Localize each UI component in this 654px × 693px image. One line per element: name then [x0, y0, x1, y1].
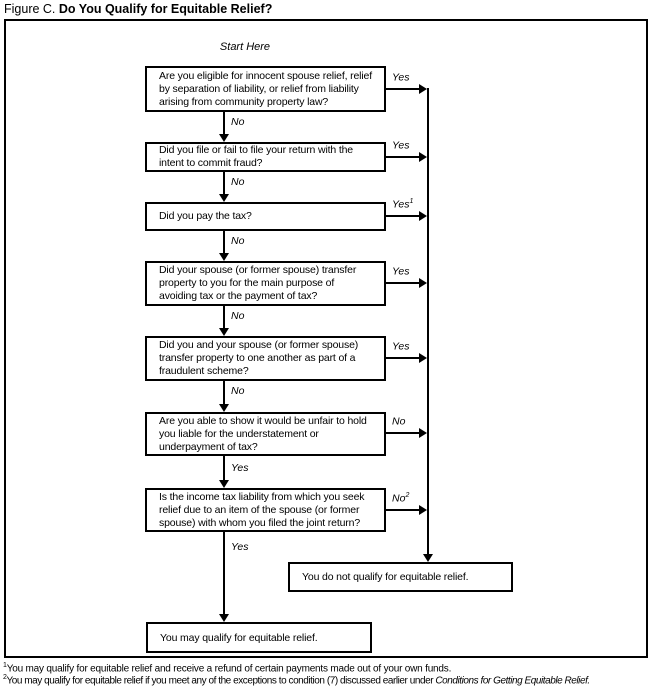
branch-label-right-5: Yes — [392, 340, 410, 353]
question-text-3: Did you pay the tax? — [159, 210, 252, 222]
connector-right-2 — [386, 156, 419, 158]
question-text-7: Is the income tax liability from which y… — [159, 490, 365, 529]
branch-label-right-3: Yes1 — [392, 198, 413, 211]
branch-label-text: Yes — [392, 71, 410, 84]
branch-label-down-4: No — [231, 310, 245, 322]
arrowhead-down-4 — [219, 328, 229, 336]
arrowhead-down-3 — [219, 253, 229, 261]
footnote-2: 2You may qualify for equitable relief if… — [3, 674, 590, 686]
figure-label: Figure C. — [4, 2, 56, 16]
footnote-2-text: You may qualify for equitable relief if … — [6, 675, 436, 687]
connector-right-4 — [386, 282, 419, 284]
arrowhead-collector — [423, 554, 433, 562]
arrowhead-right-7 — [419, 505, 427, 515]
question-box-7: Is the income tax liability from which y… — [145, 488, 386, 532]
outcome-text-may-qualify: You may qualify for equitable relief. — [160, 631, 318, 644]
connector-down-3 — [223, 231, 225, 254]
footnote-1: 1You may qualify for equitable relief an… — [3, 662, 451, 674]
arrowhead-right-6 — [419, 428, 427, 438]
branch-label-right-2: Yes — [392, 139, 410, 152]
question-box-1: Are you eligible for innocent spouse rel… — [145, 66, 386, 112]
branch-label-down-1: No — [231, 116, 245, 128]
outcome-box-not-qualify: You do not qualify for equitable relief. — [288, 562, 513, 592]
question-text-1: Are you eligible for innocent spouse rel… — [159, 69, 372, 108]
question-box-5: Did you and your spouse (or former spous… — [145, 336, 386, 381]
branch-label-text: Yes — [392, 198, 410, 211]
connector-right-1 — [386, 88, 419, 90]
arrowhead-right-2 — [419, 152, 427, 162]
arrowhead-down-5 — [219, 404, 229, 412]
branch-label-down-5: No — [231, 385, 245, 397]
figure-title-text: Do You Qualify for Equitable Relief? — [55, 2, 273, 16]
branch-label-right-7: No2 — [392, 492, 409, 505]
footnote-1-text: You may qualify for equitable relief and… — [6, 663, 452, 675]
collector-line — [427, 88, 429, 555]
branch-label-down-3: No — [231, 235, 245, 247]
branch-label-down-6: Yes — [231, 462, 249, 474]
start-here-label: Start Here — [219, 41, 271, 53]
branch-label-right-1: Yes — [392, 71, 410, 84]
branch-label-sup: 2 — [405, 492, 410, 499]
connector-right-7 — [386, 509, 419, 511]
arrowhead-right-4 — [419, 278, 427, 288]
outcome-box-may-qualify: You may qualify for equitable relief. — [146, 622, 372, 653]
connector-down-6 — [223, 456, 225, 481]
footnote-2-italic: Conditions for Getting Equitable Relief. — [435, 675, 590, 687]
arrowhead-right-5 — [419, 353, 427, 363]
branch-label-text: Yes — [392, 340, 410, 353]
connector-right-6 — [386, 432, 419, 434]
branch-label-text: No — [392, 415, 406, 428]
connector-right-3 — [386, 215, 419, 217]
branch-label-down-7: Yes — [231, 541, 249, 553]
connector-right-5 — [386, 357, 419, 359]
question-text-4: Did your spouse (or former spouse) trans… — [159, 264, 357, 302]
arrowhead-right-1 — [419, 84, 427, 94]
footnote-2-marker: 2 — [3, 674, 7, 681]
footnote-1-marker: 1 — [3, 662, 7, 669]
connector-down-5 — [223, 381, 225, 405]
question-text-2: Did you file or fail to file your return… — [159, 144, 353, 169]
question-box-2: Did you file or fail to file your return… — [145, 142, 386, 172]
question-box-3: Did you pay the tax? — [145, 202, 386, 231]
question-text-5: Did you and your spouse (or former spous… — [159, 339, 359, 377]
question-box-4: Did your spouse (or former spouse) trans… — [145, 261, 386, 306]
arrowhead-right-3 — [419, 211, 427, 221]
branch-label-text: Yes — [392, 265, 410, 278]
arrowhead-down-6 — [219, 480, 229, 488]
arrowhead-down-7 — [219, 614, 229, 622]
connector-down-7 — [223, 532, 225, 615]
connector-down-2 — [223, 172, 225, 195]
arrowhead-down-2 — [219, 194, 229, 202]
branch-label-right-6: No — [392, 415, 405, 428]
branch-label-sup: 1 — [409, 198, 414, 205]
branch-label-right-4: Yes — [392, 265, 410, 278]
question-box-6: Are you able to show it would be unfair … — [145, 412, 386, 456]
outcome-text-not-qualify: You do not qualify for equitable relief. — [302, 571, 469, 583]
flowchart-frame — [4, 19, 648, 658]
branch-label-text: No — [392, 492, 406, 505]
question-text-6: Are you able to show it would be unfair … — [159, 414, 367, 453]
branch-label-down-2: No — [231, 176, 245, 188]
branch-label-text: Yes — [392, 139, 410, 152]
connector-down-1 — [223, 112, 225, 135]
connector-down-4 — [223, 306, 225, 329]
figure-title: Figure C. Do You Qualify for Equitable R… — [4, 2, 272, 16]
arrowhead-down-1 — [219, 134, 229, 142]
